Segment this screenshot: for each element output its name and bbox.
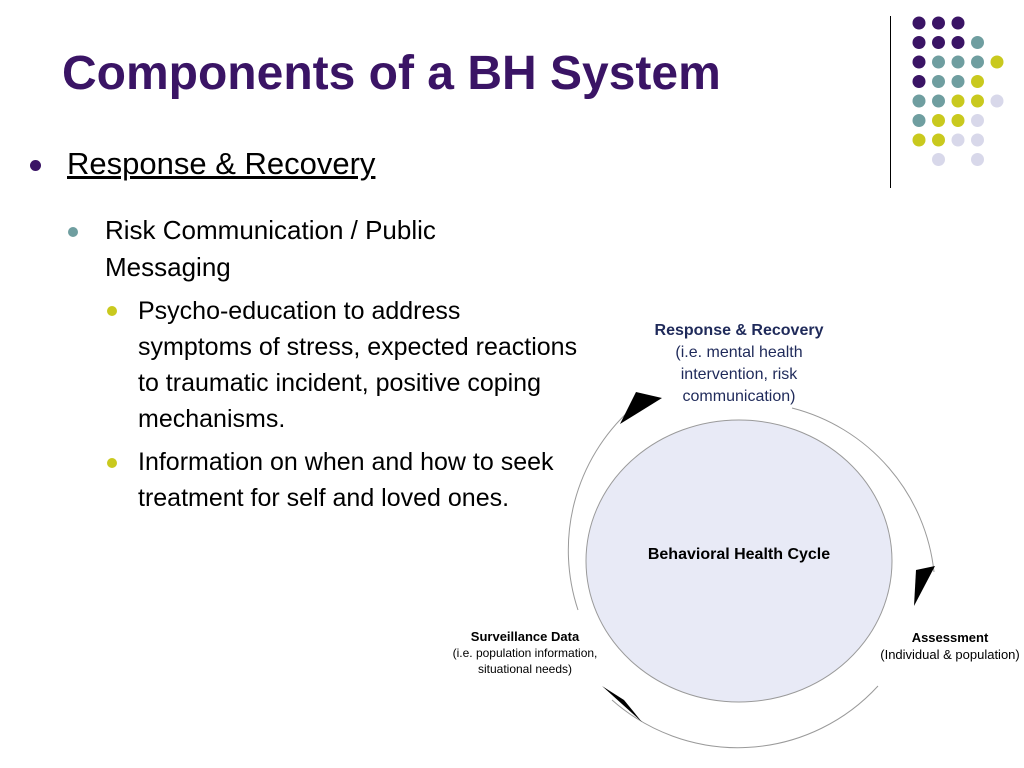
decorative-dot <box>912 36 926 49</box>
cycle-center-circle <box>585 419 893 703</box>
point-psycho-education: Psycho-education to address symptoms of … <box>138 297 578 433</box>
point-treatment-info: Information on when and how to seek trea… <box>138 448 554 512</box>
surveillance-caption-line: (i.e. population information, <box>452 646 598 660</box>
cycle-arrowhead-right <box>914 566 935 606</box>
assessment-caption-title: Assessment <box>911 630 989 645</box>
response-caption-title: Response & Recovery <box>654 322 824 339</box>
decorative-dot <box>932 94 945 108</box>
decorative-dot <box>932 55 945 69</box>
decorative-dot <box>951 55 965 69</box>
response-caption-line: communication) <box>682 388 796 405</box>
surveillance-caption-line: situational needs) <box>477 662 573 676</box>
decorative-dot <box>951 114 965 127</box>
cycle-arc-bottom <box>611 685 879 749</box>
surveillance-caption-title: Surveillance Data <box>470 629 580 644</box>
decorative-dot <box>932 153 945 166</box>
decorative-dot <box>951 133 965 147</box>
decorative-dot <box>932 36 945 49</box>
decorative-dot <box>912 55 926 69</box>
title-divider <box>890 16 891 188</box>
decorative-dot <box>951 36 965 49</box>
decorative-dot <box>912 133 926 147</box>
decorative-dot <box>912 16 926 30</box>
decorative-dot <box>971 75 984 88</box>
cycle-arc-right <box>791 407 935 573</box>
decorative-dot <box>971 114 984 127</box>
decorative-dot <box>990 94 1004 108</box>
response-caption-line: (i.e. mental health <box>675 344 803 361</box>
decorative-dot <box>951 16 965 30</box>
decorative-dot <box>932 16 945 30</box>
cycle-center-label: Behavioral Health Cycle <box>648 546 830 563</box>
decorative-dot <box>932 75 945 88</box>
assessment-caption: Assessment (Individual & population) <box>870 629 1024 663</box>
decorative-dot <box>971 133 984 147</box>
bullet-dot <box>68 227 78 237</box>
decorative-dot <box>912 75 926 88</box>
decorative-dot <box>971 94 984 108</box>
decorative-dot <box>932 133 945 147</box>
decorative-dot <box>912 114 926 127</box>
slide-title: Components of a BH System <box>62 47 721 100</box>
response-caption-line: intervention, risk <box>680 366 798 383</box>
response-caption: Response & Recovery (i.e. mental health … <box>624 320 854 408</box>
decorative-dot <box>971 55 984 69</box>
decorative-dot <box>951 94 965 108</box>
assessment-caption-detail: (Individual & population) <box>880 647 1020 662</box>
cycle-arrowhead-bottom <box>602 686 642 722</box>
bullet-dot <box>30 160 41 171</box>
section-heading: Response & Recovery <box>67 146 376 181</box>
cycle-arc-left <box>567 409 631 611</box>
decorative-dot <box>971 153 984 166</box>
subheading: Risk Communication / Public Messaging <box>105 215 436 282</box>
decorative-dot <box>971 36 984 49</box>
bullet-dot <box>107 306 117 316</box>
decorative-dot <box>932 114 945 127</box>
decorative-dot <box>990 55 1004 69</box>
decorative-dot <box>951 75 965 88</box>
decorative-dot <box>912 94 926 108</box>
bullet-dot <box>107 458 117 468</box>
surveillance-caption: Surveillance Data (i.e. population infor… <box>430 629 620 677</box>
